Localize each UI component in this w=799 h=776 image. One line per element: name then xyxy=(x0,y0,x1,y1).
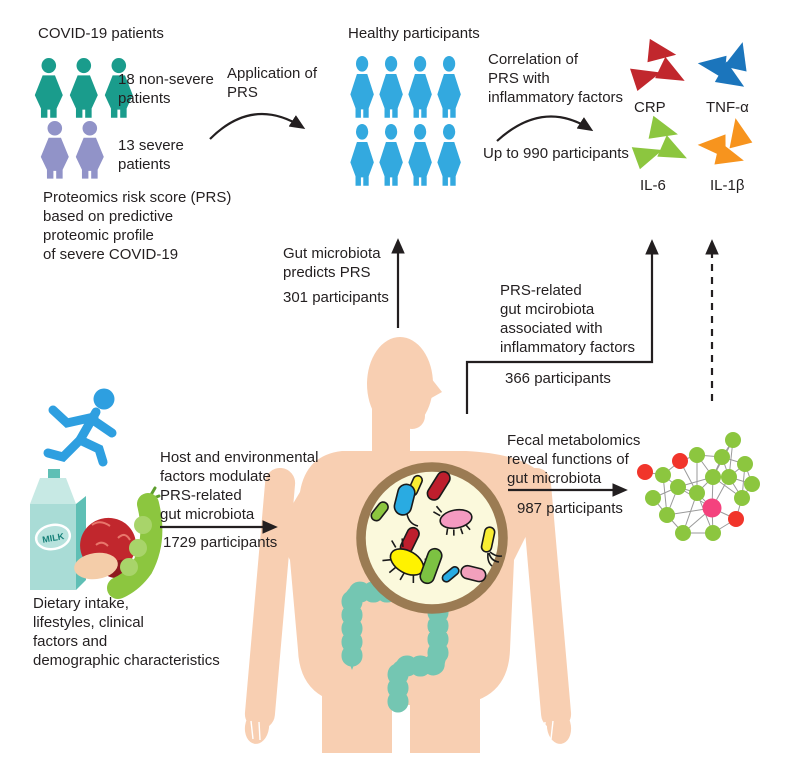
network-node xyxy=(672,453,688,469)
severe-label: 13 severe patients xyxy=(118,137,184,174)
il6-triangles-icon xyxy=(631,115,692,172)
healthy-participants-title: Healthy participants xyxy=(348,25,480,42)
gut-microbiome-circle-illustration xyxy=(356,462,508,614)
milk-carton-icon: MILK xyxy=(30,469,86,590)
network-node xyxy=(675,525,691,541)
fecal-label: Fecal metabolomics reveal functions of g… xyxy=(507,432,641,488)
network-node xyxy=(659,507,675,523)
dietary-caption: Dietary intake, lifestyles, clinical fac… xyxy=(33,595,220,670)
correlation-arrow xyxy=(496,115,594,142)
il6-label: IL-6 xyxy=(640,177,666,194)
network-node xyxy=(725,432,741,448)
left-arm xyxy=(244,467,296,730)
network-node xyxy=(689,447,705,463)
crp-label: CRP xyxy=(634,99,666,116)
network-graph xyxy=(637,432,760,541)
participants-301: 301 participants xyxy=(283,289,389,306)
prs-related-label: PRS-related gut mcirobiota associated wi… xyxy=(500,282,636,357)
healthy-participants-icons xyxy=(350,56,461,186)
left-hand xyxy=(244,710,270,744)
crp-triangles-icon xyxy=(630,38,689,94)
network-node xyxy=(728,511,744,527)
non-severe-label: 18 non-severe patients xyxy=(118,71,214,108)
il1b-label: IL-1β xyxy=(710,177,745,194)
tnf-label: TNF-α xyxy=(706,99,749,116)
up-to-990-label: Up to 990 participants xyxy=(483,145,629,162)
application-label: Application of PRS xyxy=(227,65,318,102)
network-node xyxy=(744,476,760,492)
right-arm xyxy=(520,467,572,730)
host-factors-label: Host and environmental factors modulate … xyxy=(160,449,319,524)
network-node xyxy=(637,464,653,480)
network-node xyxy=(655,467,671,483)
il1b-triangles-icon xyxy=(696,117,753,176)
application-arrow xyxy=(209,113,306,140)
milk-label: MILK xyxy=(41,531,65,545)
network-node xyxy=(737,456,753,472)
colon-icon xyxy=(341,581,449,715)
pea-pod-icon xyxy=(107,486,163,599)
network-node xyxy=(689,485,705,501)
network-node xyxy=(714,449,730,465)
nose xyxy=(426,373,442,401)
gut-predicts-label: Gut microbiota predicts PRS xyxy=(283,245,381,282)
right-hand xyxy=(546,710,572,744)
covid-patients-title: COVID-19 patients xyxy=(38,25,164,42)
tnf-triangles-icon xyxy=(695,39,758,99)
correlation-label: Correlation of PRS with inflammatory fac… xyxy=(488,51,624,107)
network-node xyxy=(705,525,721,541)
severe-patients-icons xyxy=(40,121,104,179)
network-node xyxy=(734,490,750,506)
network-node xyxy=(721,469,737,485)
network-node xyxy=(670,479,686,495)
prs-note: Proteomics risk score (PRS) based on pre… xyxy=(43,189,232,264)
bacteria-icons xyxy=(370,470,503,585)
participants-1729: 1729 participants xyxy=(163,534,278,551)
network-node xyxy=(645,490,661,506)
left-leg xyxy=(322,658,392,753)
neck xyxy=(372,404,410,460)
running-person-icon xyxy=(43,388,117,467)
network-node xyxy=(702,498,722,518)
participants-366: 366 participants xyxy=(505,370,611,387)
participants-987: 987 participants xyxy=(517,500,623,517)
prs-related-elbow-arrow xyxy=(465,239,659,414)
network-node xyxy=(705,469,721,485)
